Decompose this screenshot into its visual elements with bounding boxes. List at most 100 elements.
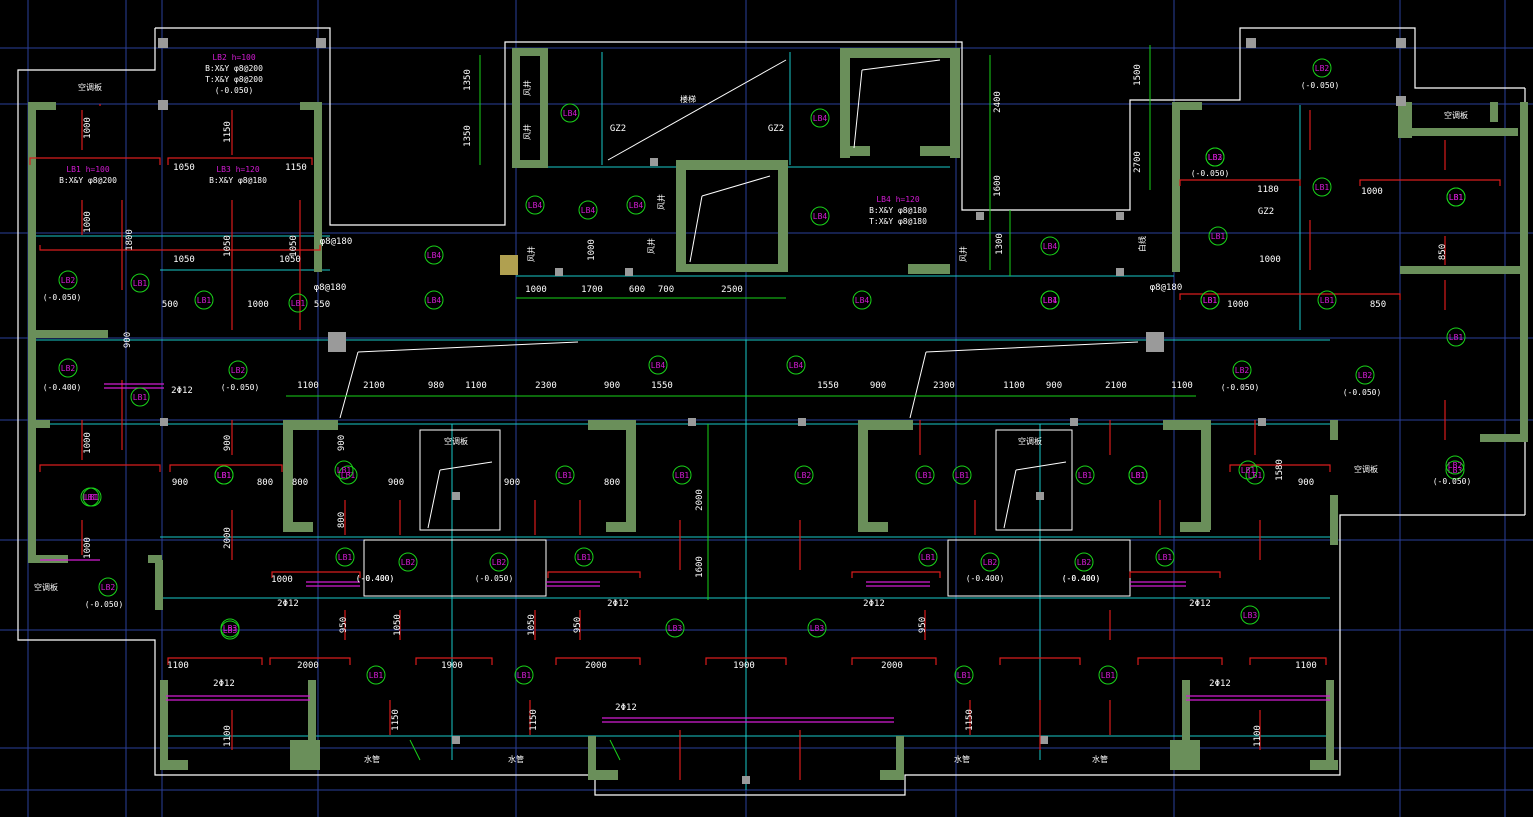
slab-tag: LB1	[1158, 553, 1173, 562]
rebar-span-text: 1150	[391, 709, 401, 731]
rebar-span-text: 1100	[167, 661, 189, 671]
column	[1146, 332, 1164, 352]
shaft-label: 风井	[646, 238, 656, 254]
slab-tag: LB1	[337, 466, 352, 475]
slab-tag-circle	[424, 290, 444, 310]
slab-tag: LB1	[1131, 471, 1146, 480]
rebar-span-text: 1900	[441, 661, 463, 671]
rebar-span-text: 1150	[223, 121, 233, 143]
rebar-span-text: 900	[223, 435, 233, 451]
rebar-span-text: 1150	[965, 709, 975, 731]
dimension-text: 1550	[651, 381, 673, 391]
slab-tag: LB1	[1101, 671, 1116, 680]
slab-tag: LB1	[83, 493, 98, 502]
pipe-label: 水管	[1092, 754, 1108, 764]
slab-tag: LB4	[563, 109, 578, 118]
pipe-label: 水管	[364, 754, 380, 764]
slab-note-lb4_note: B:X&Y φ8@180	[869, 206, 927, 215]
dimension-text: 1350	[463, 69, 473, 91]
slab-tag: LB3	[223, 624, 238, 633]
slab-tag-circle	[338, 465, 358, 485]
slab-tag-circle	[525, 195, 545, 215]
rebar-span-text: 1050	[393, 614, 403, 636]
slab-tag-circle	[398, 552, 418, 572]
dimension-text: 1100	[297, 381, 319, 391]
slab-tag-circle	[1245, 465, 1265, 485]
slab-tag: LB4	[629, 201, 644, 210]
rebar-span-text: 2000	[297, 661, 319, 671]
stair-lines	[339, 59, 1139, 597]
slab-tag: LB4	[789, 361, 804, 370]
slab-tag-circle	[1200, 290, 1220, 310]
slab-tag-circle	[626, 195, 646, 215]
gz-label: GZ2	[768, 124, 784, 134]
dimension-text: 980	[428, 381, 444, 391]
rebar-span-text: 1100	[223, 725, 233, 747]
slab-note-lb1_note: B:X&Y φ8@200	[59, 176, 117, 185]
rebar-callout: 2Φ12	[171, 386, 193, 396]
slab-tag: LB3	[1448, 466, 1463, 475]
slab-tag-circle	[665, 618, 685, 638]
elevation-label: (-0.050)	[43, 293, 82, 302]
slab-tag: LB2	[61, 276, 76, 285]
slab-tag: LB1	[1315, 183, 1330, 192]
rebar-callout: 2Φ12	[277, 599, 299, 609]
slab-tag: LB1	[369, 671, 384, 680]
dimension-text: 2100	[363, 381, 385, 391]
slab-tag: LB1	[1449, 193, 1464, 202]
rebar-marks	[29, 104, 1501, 780]
slab-tag: LB3	[1243, 611, 1258, 620]
slab-tag-circle	[918, 547, 938, 567]
dimension-text: 1000	[525, 285, 547, 295]
slab-note-lb2_note: T:X&Y φ8@200	[205, 75, 263, 84]
slab-tag: LB1	[558, 471, 573, 480]
dimension-text: 1600	[993, 175, 1003, 197]
slab-tag: LB2	[101, 583, 116, 592]
dimension-text: 900	[1046, 381, 1062, 391]
slab-tag-circle	[98, 577, 118, 597]
rebar-span-text: 800	[257, 478, 273, 488]
misc-label: 白线	[1137, 236, 1147, 252]
slab-tag-circle	[80, 487, 100, 507]
slab-tag-circle	[514, 665, 534, 685]
slab-tag: LB2	[492, 558, 507, 567]
rebar-callout: 2Φ12	[1189, 599, 1211, 609]
slab-tag-circle	[954, 665, 974, 685]
slab-tag-circle	[1240, 605, 1260, 625]
dimension-text: 1100	[1171, 381, 1193, 391]
slab-tag: LB1	[133, 393, 148, 402]
slab-tag: LB1	[197, 296, 212, 305]
slab-tag-circle	[1445, 455, 1465, 475]
stair-label: 楼梯	[680, 94, 696, 104]
slab-tag-circle	[366, 665, 386, 685]
shaft-label: 风井	[522, 80, 532, 96]
slab-tag-circle	[130, 387, 150, 407]
elevation-label: (-0.050)	[1191, 169, 1230, 178]
rebar-span-text: 550	[314, 300, 330, 310]
gz-label: GZ2	[610, 124, 626, 134]
rebar-span-text: 1150	[285, 163, 307, 173]
slab-tag: LB1	[217, 471, 232, 480]
rebar-callout: φ8@180	[314, 283, 347, 293]
columns	[158, 38, 1412, 784]
rebar-span-text: 1000	[271, 575, 293, 585]
void-slab-label: 空调板	[444, 436, 468, 446]
slab-note-lb4_note: LB4 h=120	[876, 195, 920, 204]
elevation-label: (-0.400)	[966, 574, 1005, 583]
slab-tag-circle	[1312, 58, 1332, 78]
slab-tag-circle	[810, 206, 830, 226]
void-slab-label: 空调板	[1354, 464, 1378, 474]
rebar-callout: 2Φ12	[615, 703, 637, 713]
slab-tag-circle	[1232, 360, 1252, 380]
slab-tag-circle	[1155, 547, 1175, 567]
slab-tag: LB1	[1211, 232, 1226, 241]
dimension-text: 600	[629, 285, 645, 295]
slab-note-lb4_note: T:X&Y φ8@180	[869, 217, 927, 226]
rebar-span-text: 2000	[585, 661, 607, 671]
slab-note-lb2_note: (-0.050)	[215, 86, 254, 95]
slab-tag: LB2	[401, 558, 416, 567]
slab-tag: LB4	[855, 296, 870, 305]
slab-tag-circle	[1074, 552, 1094, 572]
slab-tag-circle	[489, 552, 509, 572]
